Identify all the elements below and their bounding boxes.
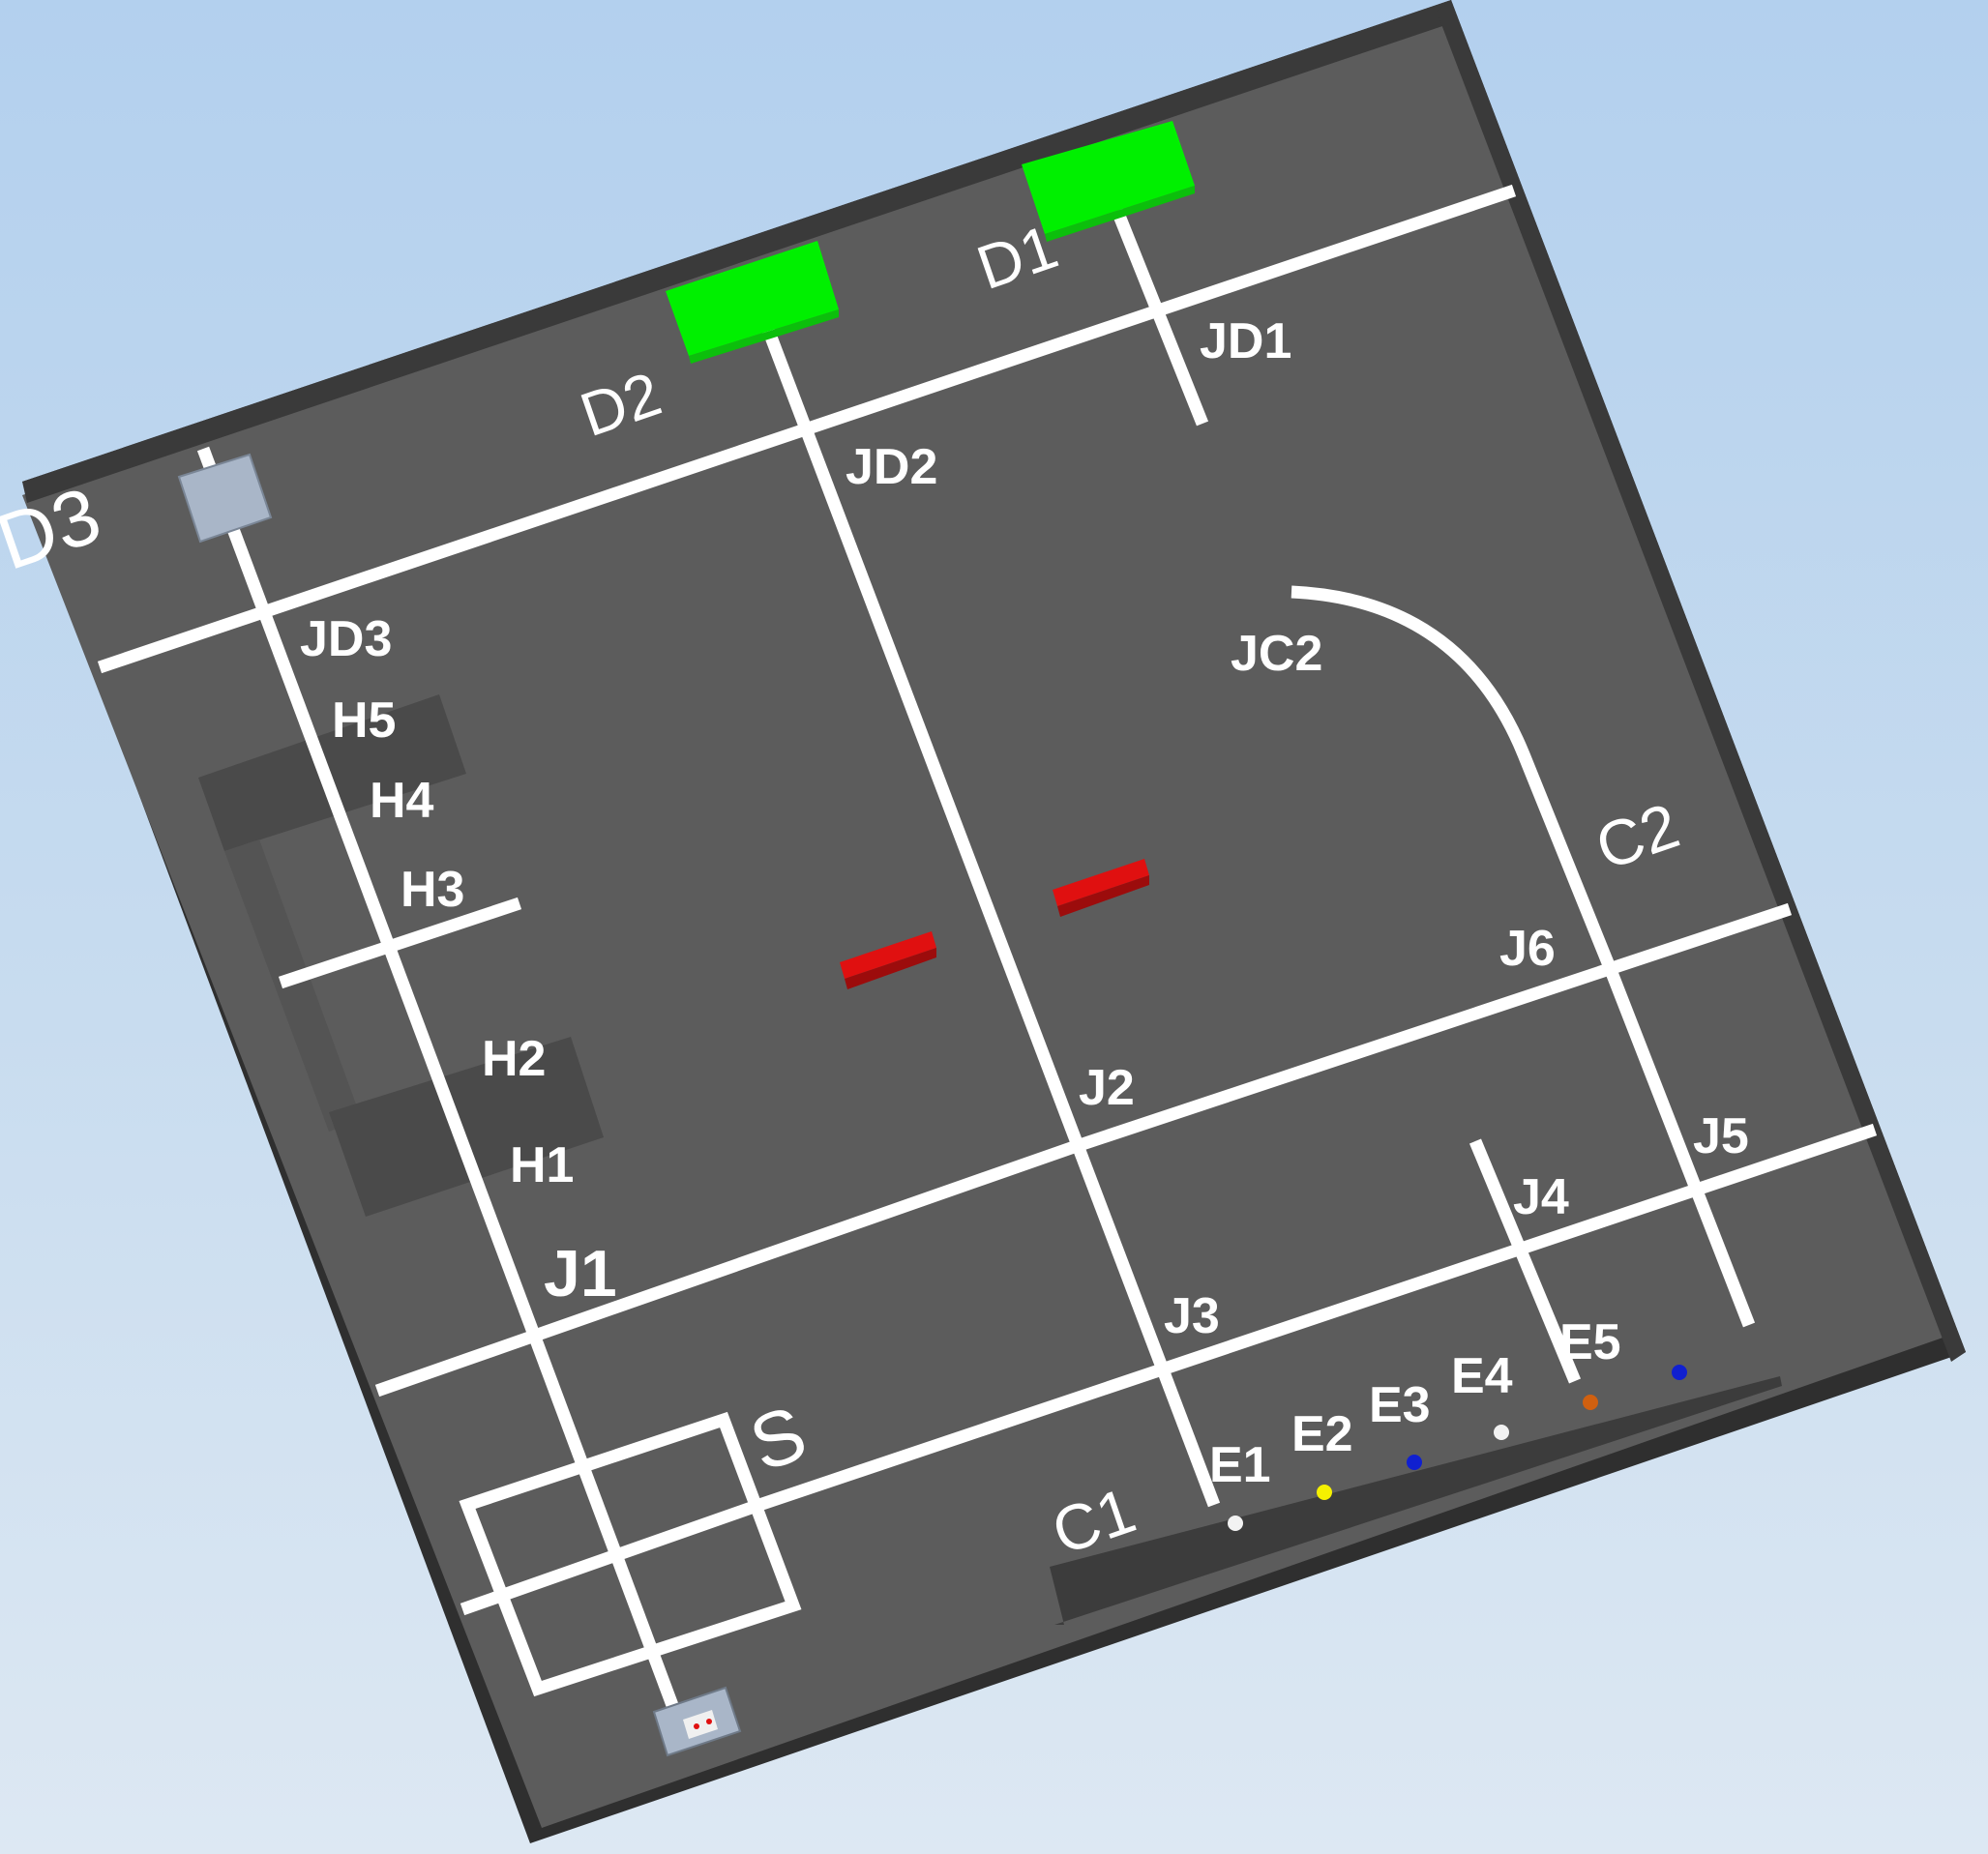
red-block-right bbox=[1053, 859, 1149, 917]
track-right-vertical bbox=[1604, 967, 1756, 1328]
green-zone-d2-edge bbox=[689, 309, 839, 364]
line-tracks bbox=[97, 184, 1878, 1734]
item-e4 bbox=[1494, 1425, 1509, 1440]
label-e4: E4 bbox=[1451, 1348, 1513, 1404]
label-j5: J5 bbox=[1693, 1108, 1749, 1164]
item-extra bbox=[1672, 1365, 1687, 1380]
label-j4: J4 bbox=[1513, 1169, 1569, 1225]
hazard-zone-left-strip bbox=[224, 839, 362, 1132]
track-j4 bbox=[1469, 1138, 1582, 1384]
item-e1 bbox=[1228, 1516, 1243, 1531]
item-e2 bbox=[1317, 1485, 1332, 1500]
label-jd1: JD1 bbox=[1200, 313, 1291, 369]
label-e2: E2 bbox=[1291, 1406, 1353, 1462]
label-e1: E1 bbox=[1209, 1437, 1271, 1493]
d3-box bbox=[177, 453, 273, 544]
label-h4: H4 bbox=[370, 773, 434, 829]
hazard-zone-upper bbox=[198, 694, 466, 851]
label-jd2: JD2 bbox=[846, 439, 937, 495]
start-square bbox=[459, 1411, 802, 1697]
robot bbox=[652, 1686, 742, 1757]
label-h2: H2 bbox=[482, 1031, 546, 1087]
green-zone-d2 bbox=[666, 241, 839, 356]
track-j3-j5 bbox=[757, 1123, 1878, 1512]
track-curve-jc2 bbox=[1291, 585, 1617, 973]
item-e3 bbox=[1407, 1455, 1422, 1470]
label-e3: E3 bbox=[1369, 1377, 1431, 1433]
hazard-zone-lower bbox=[329, 1037, 604, 1217]
label-jc2: JC2 bbox=[1231, 626, 1322, 682]
track-left-vertical bbox=[196, 446, 689, 1734]
label-j1: J1 bbox=[544, 1237, 617, 1310]
c1-ledge bbox=[1050, 1376, 1782, 1625]
track-center-vertical bbox=[757, 316, 1221, 1508]
red-block-left bbox=[840, 931, 936, 989]
label-e5: E5 bbox=[1559, 1314, 1621, 1370]
label-j3: J3 bbox=[1164, 1288, 1220, 1344]
arena-wall-top bbox=[22, 0, 1457, 503]
track-j1-j2 bbox=[374, 1140, 1077, 1398]
label-h5: H5 bbox=[332, 692, 396, 749]
track-j6-j2 bbox=[1071, 902, 1793, 1154]
label-h1: H1 bbox=[510, 1137, 574, 1193]
track-h3 bbox=[278, 897, 522, 989]
arena-wall-right bbox=[1437, 0, 1966, 1362]
label-j2: J2 bbox=[1079, 1060, 1135, 1116]
label-jd3: JD3 bbox=[300, 611, 392, 667]
green-zone-d1 bbox=[1022, 121, 1195, 234]
label-h3: H3 bbox=[401, 862, 464, 918]
item-e5 bbox=[1583, 1395, 1598, 1410]
green-zone-d1-edge bbox=[1045, 186, 1195, 242]
track-jd1 bbox=[1111, 208, 1209, 427]
label-j6: J6 bbox=[1499, 921, 1556, 977]
